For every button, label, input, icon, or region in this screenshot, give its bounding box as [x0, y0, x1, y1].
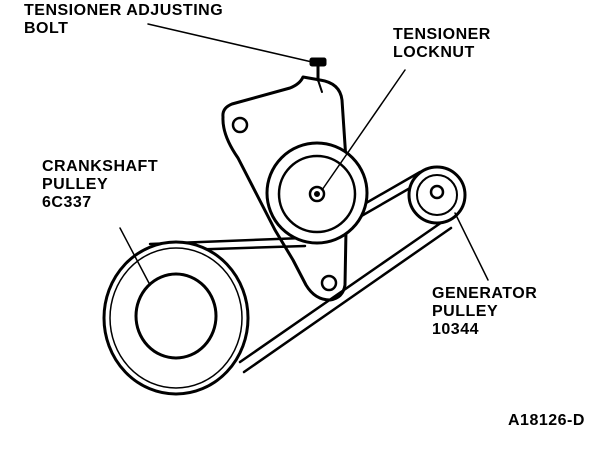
label-tensioner-locknut: TENSIONER LOCKNUT [393, 26, 491, 62]
label-line: GENERATOR [432, 285, 538, 302]
figure-code-text: A18126-D [508, 412, 585, 429]
label-generator-pulley: GENERATOR PULLEY 10344 [432, 285, 537, 339]
bracket-lower-hole [320, 274, 338, 292]
label-line: LOCKNUT [393, 44, 475, 61]
label-line: 6C337 [42, 194, 92, 211]
leader-adjusting-bolt [147, 23, 313, 63]
leader-locknut [321, 69, 406, 191]
figure-code: A18126-D [508, 412, 585, 430]
label-line: TENSIONER ADJUSTING [24, 2, 224, 19]
label-line: TENSIONER [393, 26, 491, 43]
label-line: BOLT [24, 20, 69, 37]
crankshaft-pulley [102, 240, 250, 396]
tensioner-pulley [265, 141, 369, 245]
label-line: CRANKSHAFT [42, 158, 159, 175]
bracket-upper-hole [231, 116, 249, 134]
label-line: PULLEY [42, 176, 109, 193]
generator-pulley [407, 165, 467, 225]
leader-generator [454, 212, 489, 281]
tensioner-locknut [308, 185, 326, 203]
label-line: PULLEY [432, 303, 499, 320]
leader-crankshaft [119, 227, 151, 286]
label-tensioner-adjusting-bolt: TENSIONER ADJUSTING BOLT [24, 2, 223, 38]
label-line: 10344 [432, 321, 479, 338]
label-crankshaft-pulley: CRANKSHAFT PULLEY 6C337 [42, 158, 158, 212]
